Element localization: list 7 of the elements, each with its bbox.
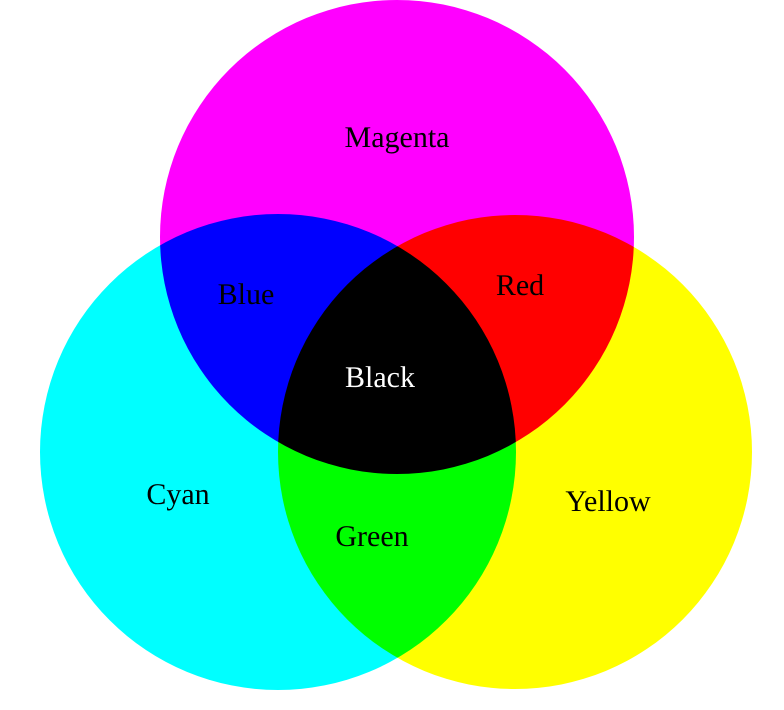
circle-label: Yellow xyxy=(565,487,651,517)
region-label: Green xyxy=(335,522,409,552)
region-label: Red xyxy=(496,271,544,301)
circle-label: Magenta xyxy=(344,123,450,153)
circle-label: Cyan xyxy=(146,480,210,510)
region-label: Blue xyxy=(218,280,274,310)
region-label: Black xyxy=(345,363,415,393)
